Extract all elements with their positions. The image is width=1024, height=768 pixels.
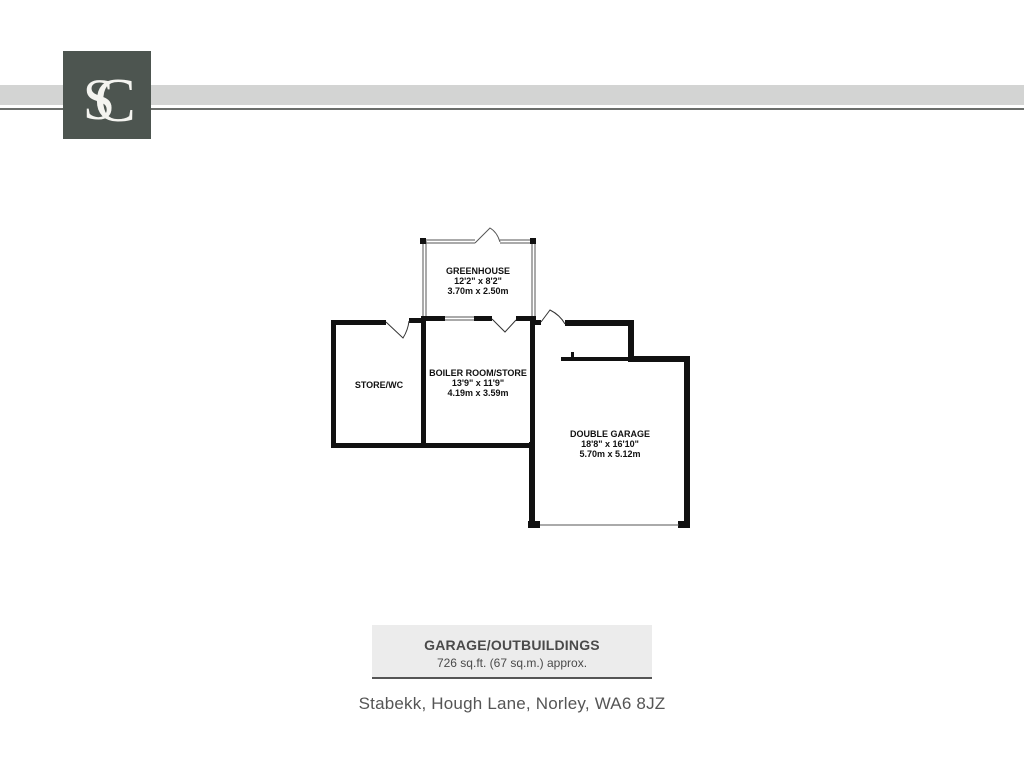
sc-monogram-icon: S C — [83, 67, 136, 135]
header-rule — [0, 108, 1024, 110]
room-name: GREENHOUSE — [445, 266, 510, 276]
room-metric: 4.19m x 3.59m — [447, 388, 509, 398]
solid-walls — [331, 316, 690, 528]
room-name: DOUBLE GARAGE — [569, 429, 650, 439]
room-label-boiler-room: BOILER ROOM/STORE 13'9" x 11'9" 4.19m x … — [426, 368, 530, 398]
summary-area: 726 sq.ft. (67 sq.m.) approx. — [436, 656, 588, 670]
greenhouse-walls — [422, 227, 536, 318]
logo: S C — [63, 51, 151, 139]
svg-text:S: S — [83, 67, 115, 132]
header-band — [0, 85, 1024, 105]
room-label-greenhouse: GREENHOUSE 12'2" x 8'2" 3.70m x 2.50m — [428, 266, 528, 296]
room-metric: 5.70m x 5.12m — [579, 449, 641, 459]
room-name: BOILER ROOM/STORE — [429, 368, 527, 378]
property-address: Stabekk, Hough Lane, Norley, WA6 8JZ — [358, 694, 666, 713]
room-label-double-garage: DOUBLE GARAGE 18'8" x 16'10" 5.70m x 5.1… — [555, 429, 665, 459]
svg-text:C: C — [94, 67, 135, 135]
room-imperial: 13'9" x 11'9" — [451, 378, 505, 388]
area-summary-box: GARAGE/OUTBUILDINGS 726 sq.ft. (67 sq.m.… — [372, 625, 652, 679]
room-imperial: 18'8" x 16'10" — [581, 439, 639, 449]
room-name: STORE/WC — [354, 380, 404, 390]
room-imperial: 12'2" x 8'2" — [454, 276, 502, 286]
summary-title: GARAGE/OUTBUILDINGS — [424, 637, 600, 653]
door-swings — [385, 309, 566, 339]
room-metric: 3.70m x 2.50m — [447, 286, 509, 296]
room-label-store-wc: STORE/WC — [338, 380, 420, 390]
